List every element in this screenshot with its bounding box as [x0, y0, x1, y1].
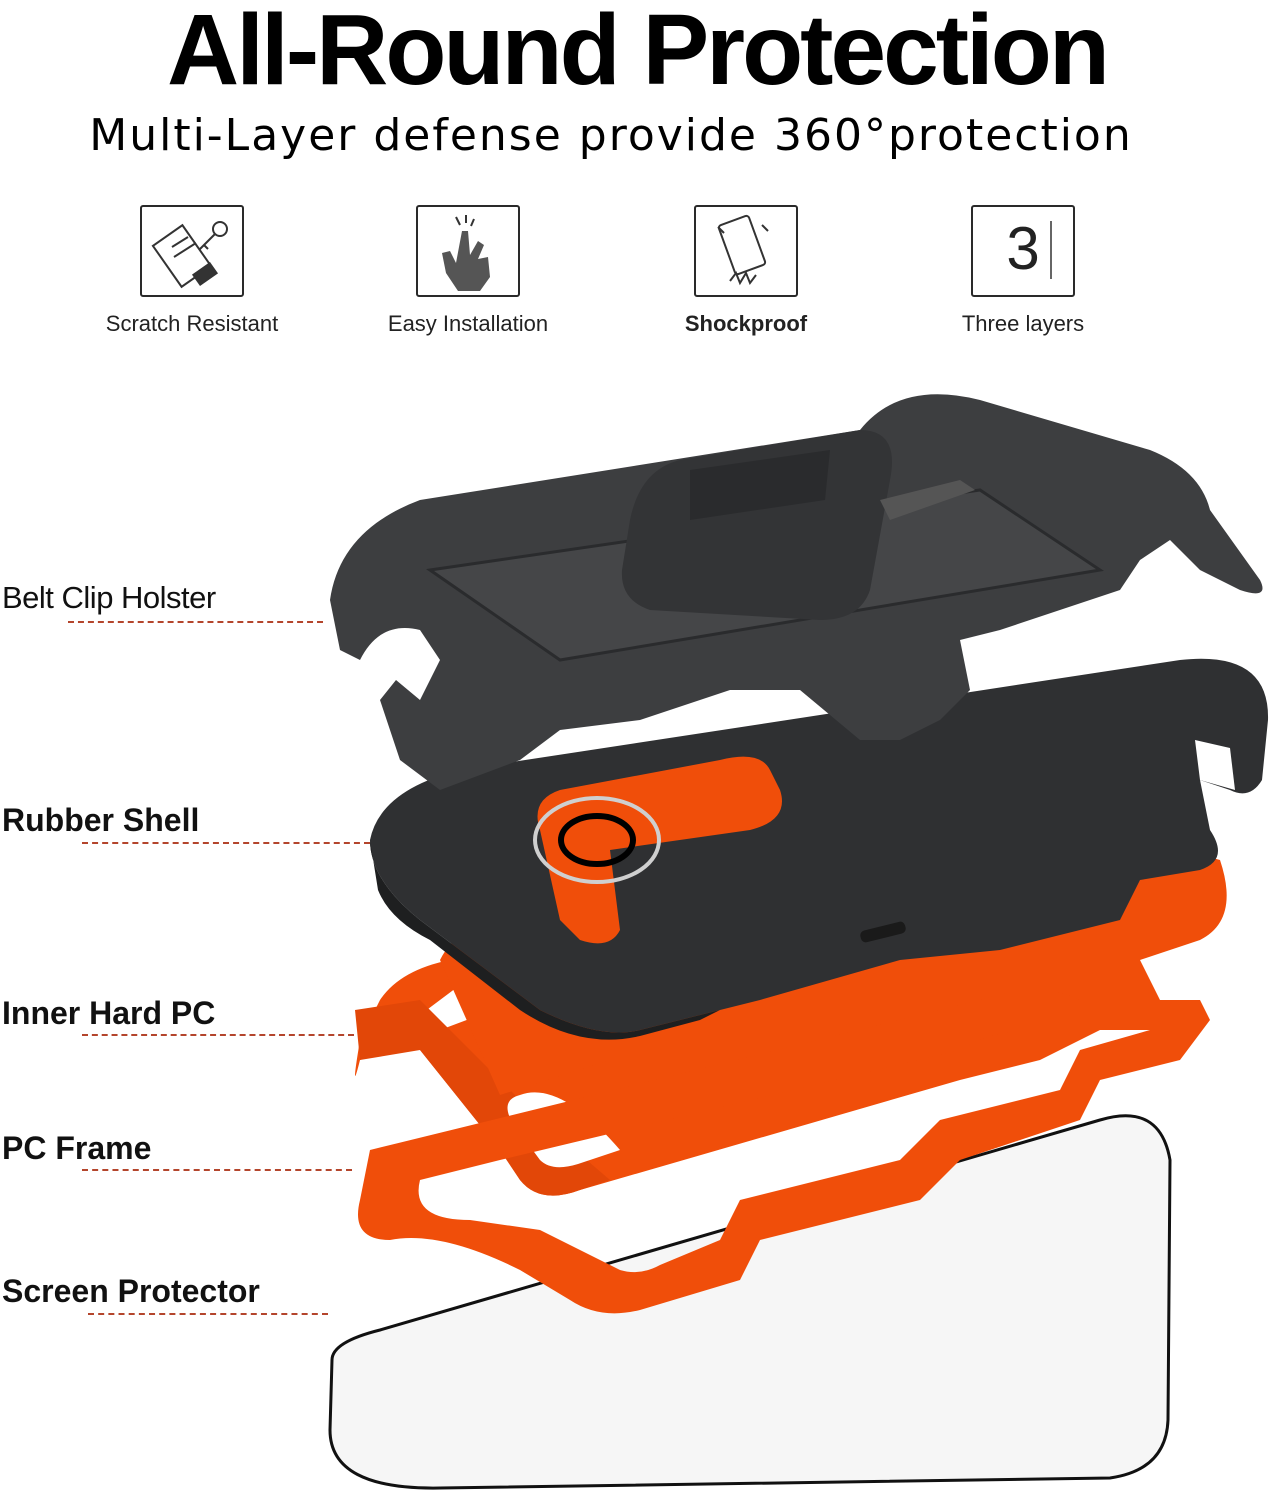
layer-label-belt-clip-holster: Belt Clip Holster [2, 580, 216, 615]
pc-frame-shape [358, 990, 1210, 1314]
camera-ring-inner [558, 813, 636, 867]
leader-line [68, 621, 323, 623]
feature-label: Easy Installation [387, 311, 549, 336]
feature-label: Scratch Resistant [105, 311, 279, 336]
belt-clip [621, 430, 892, 620]
finger-tap-icon [416, 205, 520, 297]
screen-protector-shape [328, 1114, 1172, 1490]
feature-three-layers: 3 Three layers [893, 205, 1153, 337]
leader-line [88, 1313, 328, 1315]
shell-camera-window [537, 756, 782, 944]
layer-label-screen-protector: Screen Protector [2, 1273, 260, 1309]
layer-label-pc-frame: PC Frame [2, 1130, 152, 1166]
layer-label-rubber-shell: Rubber Shell [2, 802, 200, 838]
feature-easy-installation: Easy Installation [338, 205, 598, 337]
shockproof-phone-icon [694, 205, 798, 297]
camera-ring-outer [533, 796, 661, 884]
three-layers-icon: 3 [971, 205, 1075, 297]
leader-line [82, 842, 370, 844]
page-title: All-Round Protection [167, 0, 1110, 106]
page-subtitle: Multi-Layer defense provide 360°protecti… [89, 110, 1133, 161]
layer-label-inner-hard-pc: Inner Hard PC [2, 995, 216, 1031]
leader-line [82, 1169, 352, 1171]
feature-shockproof: Shockproof [616, 205, 876, 337]
leader-line [82, 1034, 354, 1036]
feature-label: Shockproof [684, 311, 808, 336]
feature-scratch-resistant: Scratch Resistant [62, 205, 322, 337]
exploded-case-illustration [328, 394, 1269, 1490]
feature-label: Three layers [961, 311, 1085, 336]
scratch-resistant-icon [140, 205, 244, 297]
three-layers-digit: 3 [1006, 215, 1040, 282]
